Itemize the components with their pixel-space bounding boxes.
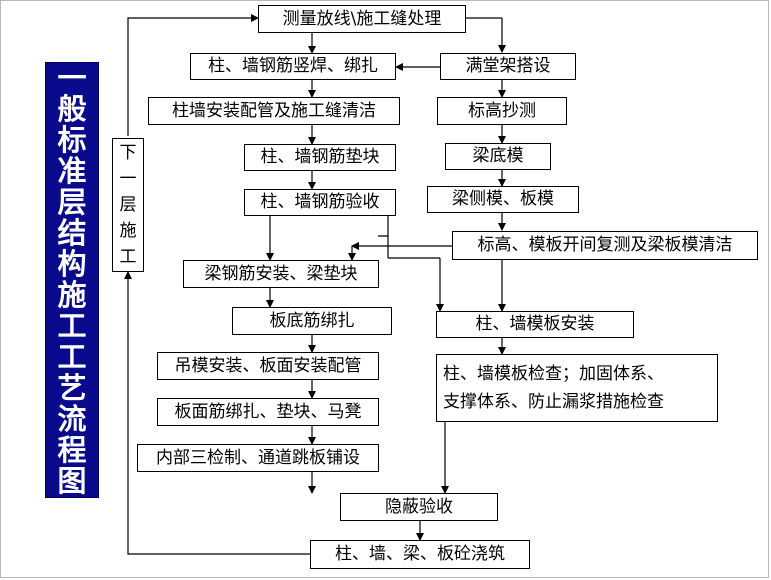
title-char: 标: [57, 123, 87, 157]
arrow-loop-pour-to-next: [124, 271, 310, 555]
step-form-check-line1: 柱、墙模板检查；加固体系、: [443, 364, 664, 384]
step-rebar-inspect: 柱、墙钢筋验收: [244, 189, 396, 216]
title-char: 结: [57, 216, 87, 250]
next-floor-char: 施: [119, 221, 137, 241]
step-beam-side-slab-form: 梁侧模、板模: [427, 186, 579, 213]
title-char: 一: [57, 61, 87, 95]
title-char: 艺: [57, 371, 87, 405]
title-char: 构: [57, 247, 87, 281]
step-hidden-acceptance: 隐蔽验收: [340, 493, 498, 521]
step-elevation-survey: 标高抄测: [437, 97, 567, 125]
step-survey: 测量放线\施工缝处理: [258, 5, 466, 33]
step-rebar-spacer: 柱、墙钢筋垫块: [244, 144, 396, 171]
step-internal-check: 内部三检制、通道跳板铺设: [137, 444, 379, 472]
step-embed-pipe-clean: 柱墙安装配管及施工缝清洁: [148, 97, 400, 125]
step-recheck-clean: 标高、模板开间复测及梁板模清洁: [452, 231, 758, 260]
step-scaffold: 满堂架搭设: [440, 53, 576, 80]
title-char: 施: [57, 278, 87, 312]
title-char: 层: [57, 185, 87, 219]
step-col-wall-rebar-weld: 柱、墙钢筋竖焊、绑扎: [190, 53, 396, 80]
step-beam-bottom-form: 梁底模: [445, 143, 551, 170]
flowchart-title: 一般标准层结构施工工艺流程图: [45, 62, 99, 498]
title-char: 准: [57, 154, 87, 188]
title-char: 图: [57, 464, 87, 498]
title-char: 工: [57, 309, 87, 343]
next-floor-char: 下: [119, 143, 137, 163]
step-slab-bottom-rebar: 板底筋绑扎: [232, 307, 392, 335]
title-char: 程: [57, 433, 87, 467]
next-floor-char: 层: [119, 195, 137, 215]
step-col-wall-form: 柱、墙模板安装: [436, 311, 634, 338]
next-floor-char: 一: [119, 169, 137, 189]
step-beam-rebar: 梁钢筋安装、梁垫块: [183, 260, 379, 288]
title-char: 般: [57, 92, 87, 126]
step-form-check: 柱、墙模板检查；加固体系、 支撑体系、防止漏浆措施检查: [436, 354, 718, 422]
step-hanging-form: 吊模安装、板面安装配管: [157, 352, 379, 380]
step-slab-top-rebar: 板面筋绑扎、垫块、马凳: [157, 398, 379, 426]
arrow-inspect-to-col-form: [378, 216, 389, 237]
arrow-loop-next-to-survey: [127, 14, 259, 136]
next-floor-construction-box: 下一层施工: [112, 138, 144, 272]
next-floor-char: 工: [119, 247, 137, 267]
title-char: 流: [57, 402, 87, 436]
title-char: 工: [57, 340, 87, 374]
step-pour: 柱、墙、梁、板砼浇筑: [310, 540, 530, 569]
step-form-check-line2: 支撑体系、防止漏浆措施检查: [443, 392, 664, 412]
